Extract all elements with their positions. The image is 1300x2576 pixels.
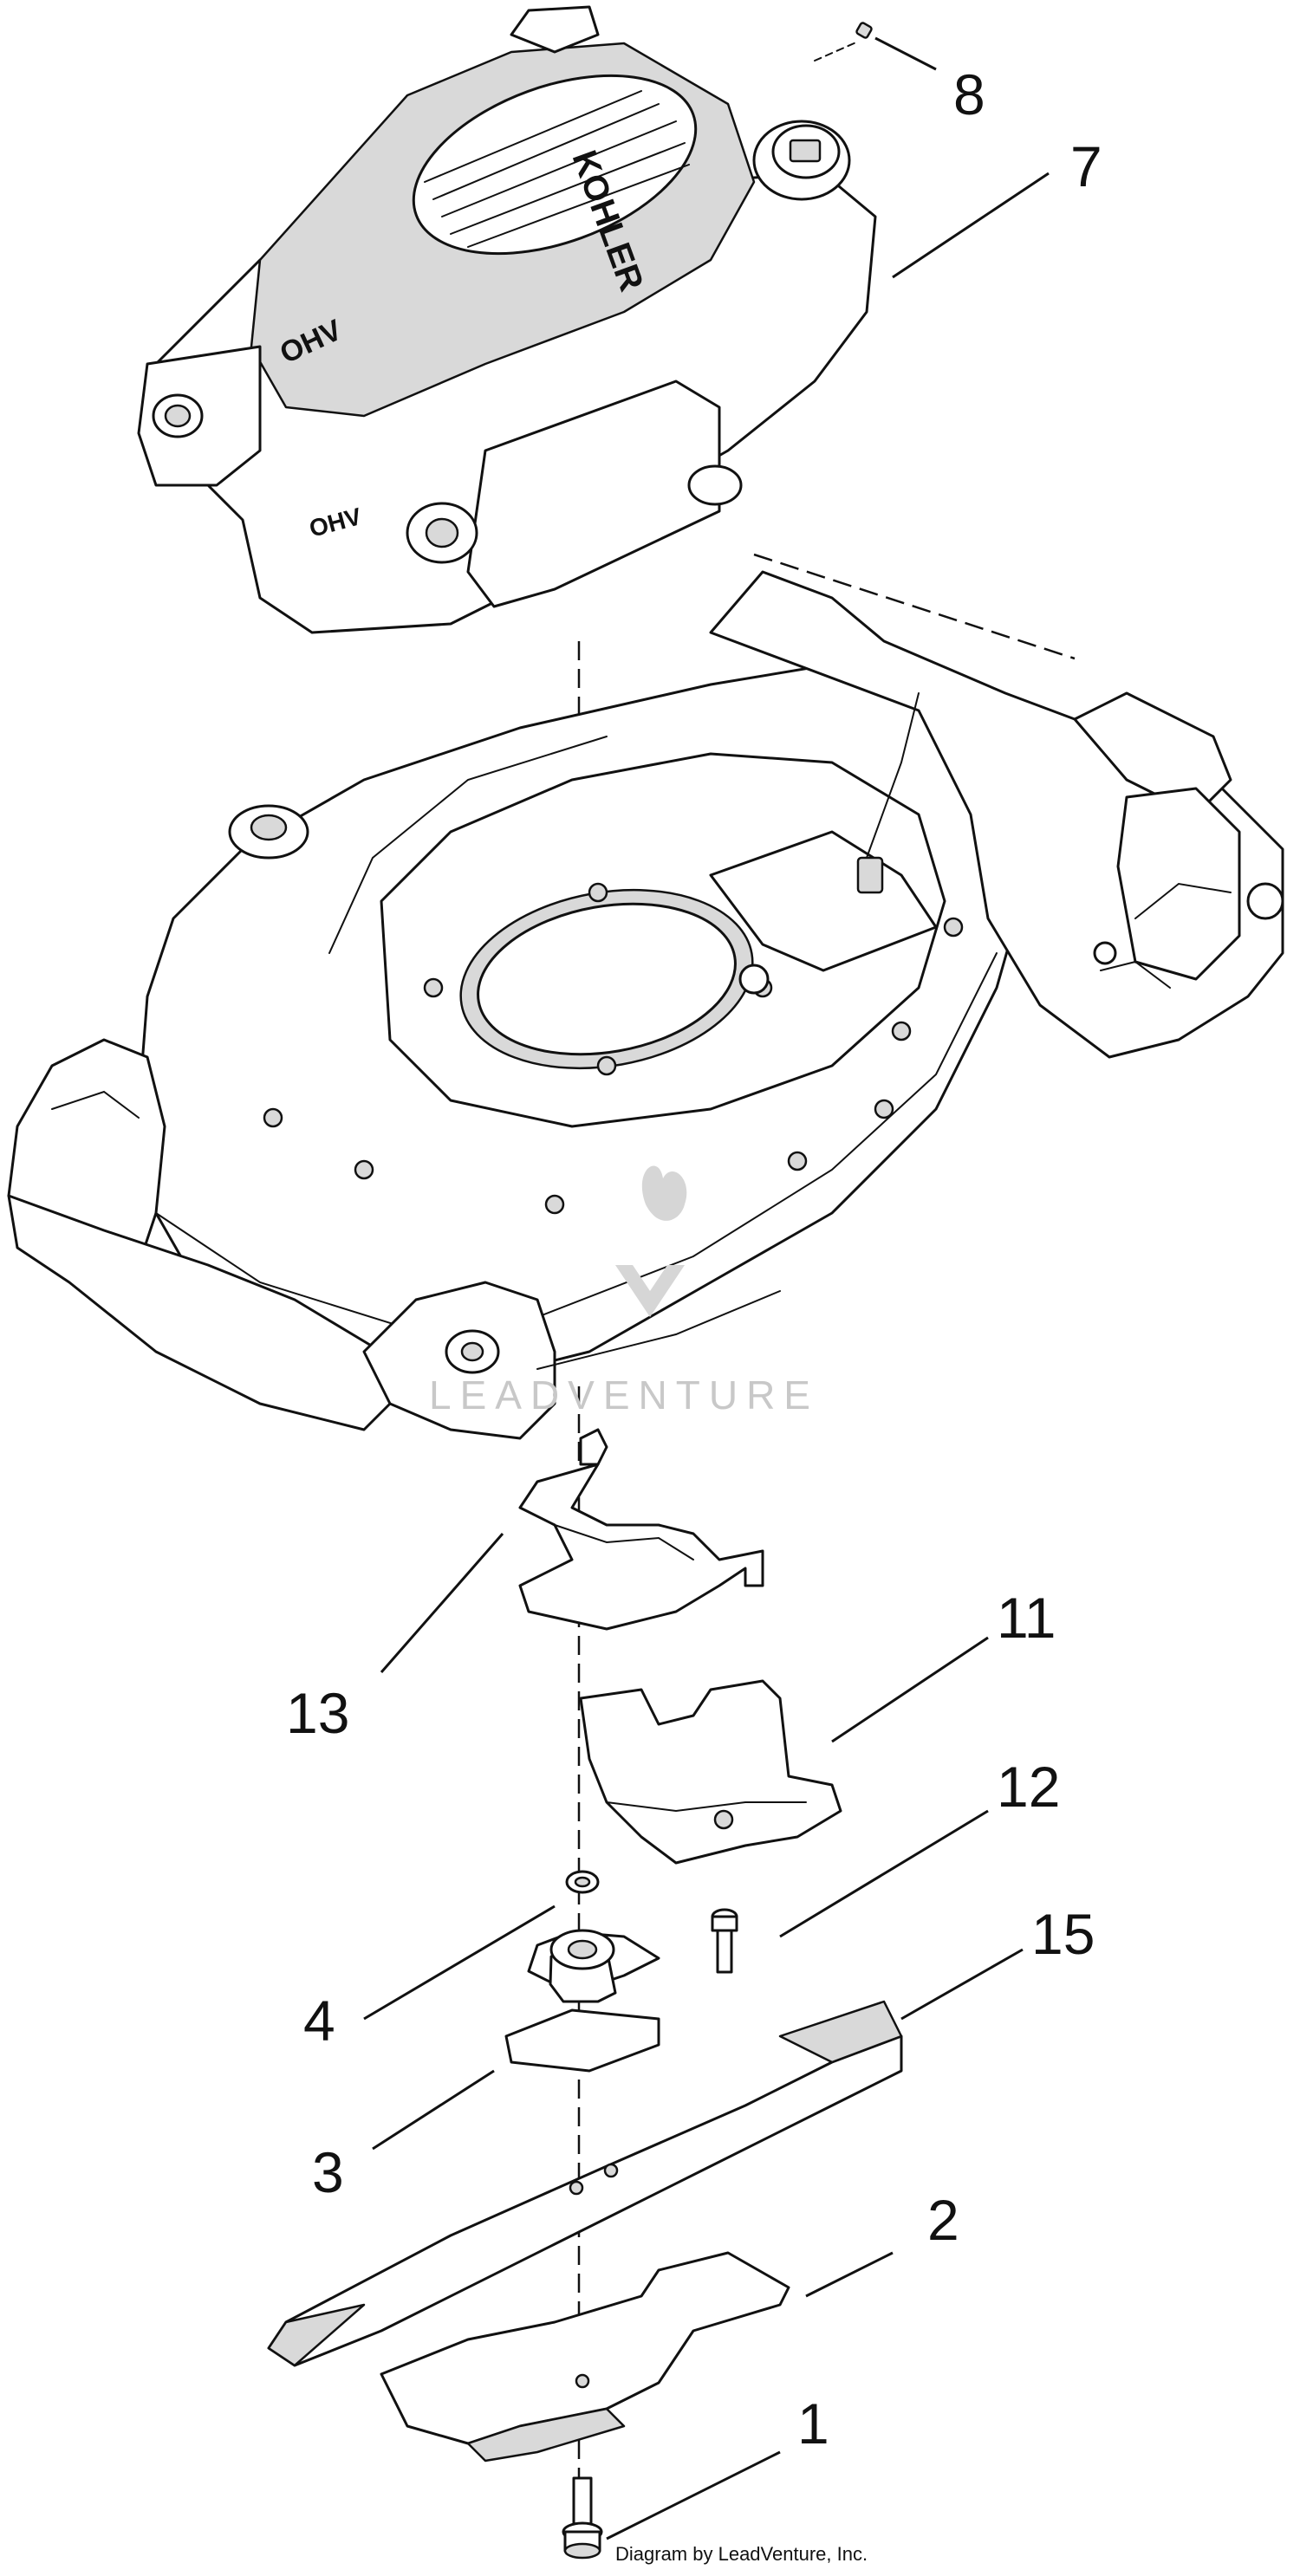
callout-label-15: 15 <box>1031 1902 1095 1966</box>
part-2-mulching-blade <box>380 2251 790 2462</box>
air-filter-housing <box>466 380 721 608</box>
callout-label-12: 12 <box>997 1755 1060 1819</box>
callout-label-2: 2 <box>927 2188 959 2252</box>
part-3-blade-adapter <box>504 1929 660 2073</box>
callout-label-11: 11 <box>997 1586 1056 1650</box>
front-bumper <box>7 1194 392 1431</box>
part-4-washer <box>565 1870 600 1894</box>
air-filter-knob <box>687 464 743 506</box>
engine: KOHLER OHV OHV <box>137 5 877 634</box>
callout-4: 4 <box>303 1904 556 2053</box>
callout-15: 15 <box>900 1902 1095 2021</box>
part-12-bolt <box>711 1908 738 1974</box>
part-8-plug <box>855 22 873 39</box>
fuel-cap <box>752 120 851 201</box>
callout-2: 2 <box>805 2188 959 2298</box>
callout-label-13: 13 <box>286 1681 349 1745</box>
front-wheel-well-right <box>362 1281 556 1440</box>
mower-deck <box>7 570 1284 1440</box>
callout-label-8: 8 <box>953 62 985 127</box>
diagram-credit: Diagram by LeadVenture, Inc. <box>615 2543 868 2565</box>
watermark: LEADVENTURE <box>429 1165 819 1418</box>
muffler <box>137 345 262 487</box>
part-1-blade-bolt <box>562 2476 603 2560</box>
callout-7: 7 <box>892 134 1102 279</box>
callout-3: 3 <box>312 2069 495 2204</box>
callout-13: 13 <box>286 1533 504 1745</box>
part-11-mulch-plug <box>579 1679 842 1865</box>
deck-bolt-holes <box>263 882 964 1215</box>
part-13-baffle <box>518 1428 764 1631</box>
recoil-handle <box>510 5 600 54</box>
callout-11: 11 <box>831 1586 1056 1743</box>
watermark-text: LEADVENTURE <box>429 1372 819 1418</box>
callout-label-1: 1 <box>797 2391 829 2456</box>
callout-label-4: 4 <box>303 1989 335 2053</box>
callout-1: 1 <box>606 2391 829 2540</box>
callout-8: 8 <box>814 36 985 127</box>
cooling-grille <box>412 74 698 256</box>
callout-label-7: 7 <box>1070 134 1102 198</box>
handle-bracket <box>1093 787 1284 989</box>
callout-label-3: 3 <box>312 2140 344 2204</box>
part-15-blade <box>267 2000 903 2367</box>
callout-12: 12 <box>779 1755 1060 1938</box>
